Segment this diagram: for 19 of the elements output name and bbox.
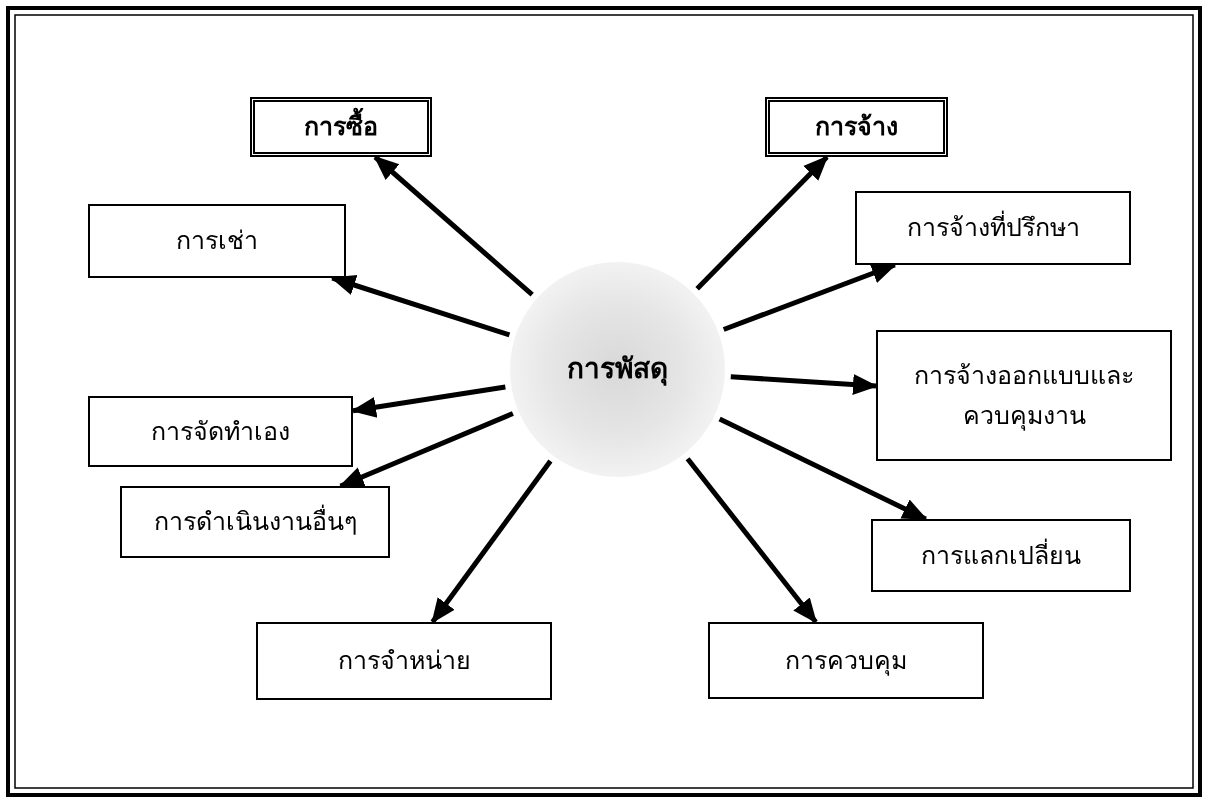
- process-box: การจ้างที่ปรึกษา: [855, 191, 1131, 265]
- process-box: การแลกเปลี่ยน: [871, 519, 1131, 592]
- arrow: [330, 275, 511, 338]
- arrow: [338, 411, 514, 489]
- hub-circle: การพัสดุ: [510, 262, 725, 477]
- arrow: [430, 459, 553, 624]
- process-box: การเช่า: [88, 204, 346, 278]
- arrow: [373, 155, 534, 297]
- arrow: [695, 155, 829, 291]
- process-box: การจ้างออกแบบและควบคุมงาน: [876, 330, 1172, 461]
- process-box: การควบคุม: [708, 622, 984, 699]
- process-box: การจัดทำเอง: [88, 396, 353, 467]
- process-box: การซื้อ: [250, 97, 432, 157]
- process-box: การจ้าง: [765, 97, 948, 157]
- arrow: [730, 374, 878, 396]
- process-box: การจำหน่าย: [256, 622, 552, 700]
- arrow: [685, 457, 818, 624]
- arrow: [718, 416, 928, 522]
- process-box: การดำเนินงานอื่นๆ: [120, 486, 390, 558]
